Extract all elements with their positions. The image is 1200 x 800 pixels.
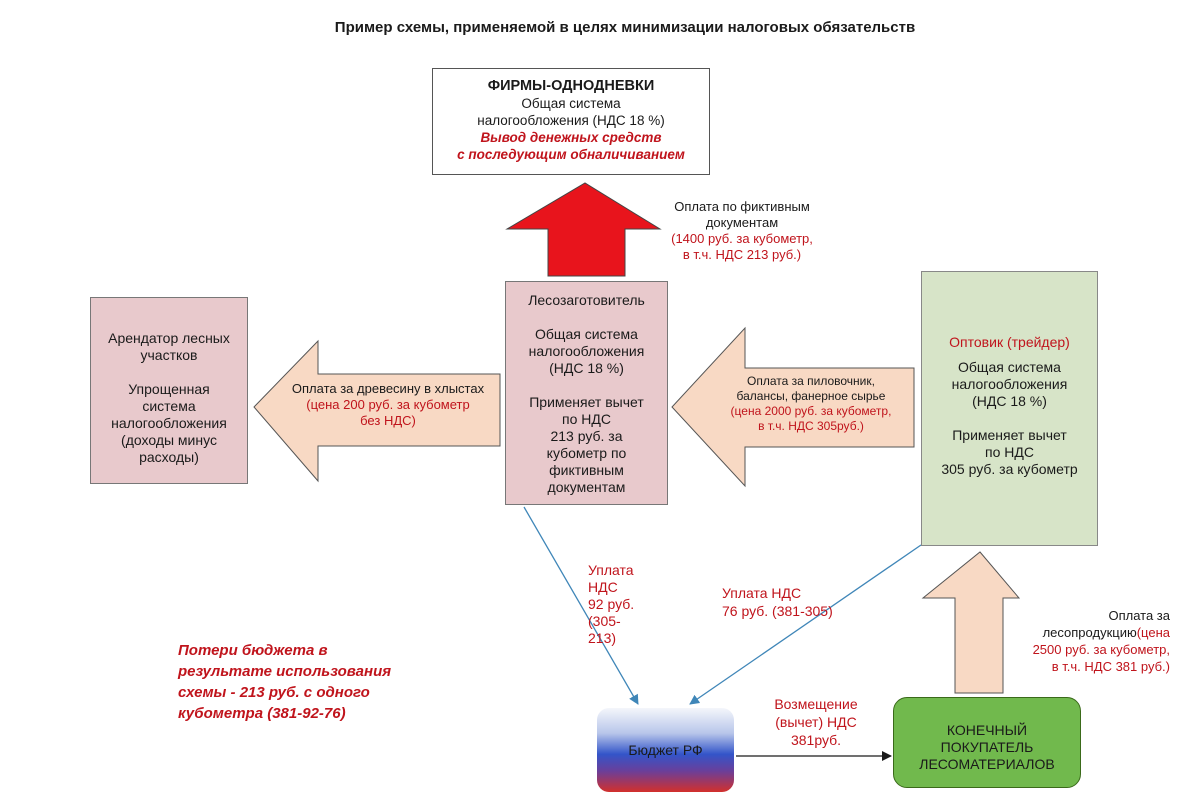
note-line: (цена xyxy=(1136,625,1170,640)
refund-note: Возмещение (вычет) НДС 381руб. xyxy=(752,695,880,749)
note-line: 2500 руб. за кубометр, xyxy=(1032,642,1170,657)
note-line: документам xyxy=(705,215,779,230)
logger-line: фиктивным xyxy=(549,462,624,478)
trader-line: Применяет вычет xyxy=(952,427,1067,443)
buyer-line: КОНЕЧНЫЙ xyxy=(946,722,1028,738)
shell-firms-line: налогообложения (НДС 18 %) xyxy=(477,113,665,128)
logger-line: Применяет вычет xyxy=(529,394,644,410)
shell-firms-heading: ФИРМЫ-ОДНОДНЕВКИ xyxy=(487,78,655,94)
logger-line: по НДС xyxy=(562,411,611,427)
logger-line: кубометр по xyxy=(546,445,627,461)
lumber-payment-note: Оплата за пиловочник, балансы, фанерное … xyxy=(712,374,910,434)
note-line: Оплата за пиловочник, xyxy=(747,374,875,388)
arrow-up-red xyxy=(505,182,662,277)
tenant-line: (доходы минус xyxy=(121,432,217,448)
tenant-line: система xyxy=(142,398,196,414)
line-vat76 xyxy=(689,544,922,705)
note-line: лесопродукцию xyxy=(1042,625,1137,640)
logger-line: (НДС 18 %) xyxy=(549,360,624,376)
budget-box: Бюджет РФ xyxy=(597,708,734,792)
note-line: 76 руб. (381-305) xyxy=(722,603,833,619)
shell-firms-box: ФИРМЫ-ОДНОДНЕВКИ Общая система налогообл… xyxy=(432,68,710,175)
note-line: Оплата по фиктивным xyxy=(674,199,810,214)
note-line: (вычет) НДС xyxy=(775,714,857,730)
arrow-left-lumber xyxy=(671,326,915,488)
trader-line: (НДС 18 %) xyxy=(972,393,1047,409)
line-vat92 xyxy=(523,506,639,705)
trader-name: Оптовик (трейдер) xyxy=(949,334,1070,350)
fictive-payment-note: Оплата по фиктивным документам (1400 руб… xyxy=(657,199,827,263)
logger-line: документам xyxy=(547,479,626,495)
buyer-line: ЛЕСОМАТЕРИАЛОВ xyxy=(919,756,1055,772)
logger-line: 213 руб. за xyxy=(550,428,623,444)
trader-box: Оптовик (трейдер) Общая система налогооб… xyxy=(921,271,1098,546)
note-line: (цена 2000 руб. за кубометр, xyxy=(730,404,892,418)
buyer-box: КОНЕЧНЫЙ ПОКУПАТЕЛЬ ЛЕСОМАТЕРИАЛОВ xyxy=(893,697,1081,788)
note-line: схемы - 213 руб. с одного xyxy=(178,684,370,701)
trader-line: по НДС xyxy=(985,444,1034,460)
product-payment-note: Оплата за лесопродукцию(цена 2500 руб. з… xyxy=(1010,607,1170,675)
note-line: (305- xyxy=(588,613,621,629)
diagram-title: Пример схемы, применяемой в целях миними… xyxy=(334,19,916,36)
note-line: результате использования xyxy=(178,663,392,680)
trader-line: Общая система xyxy=(958,359,1061,375)
logger-line: налогообложения xyxy=(528,343,645,359)
logger-name: Лесозаготовитель xyxy=(528,292,645,308)
arrow-up-product xyxy=(921,551,1021,694)
note-line: Оплата за древесину в хлыстах xyxy=(291,381,485,396)
note-line: Уплата xyxy=(588,562,634,578)
tenant-line: участков xyxy=(140,347,198,363)
note-line: балансы, фанерное сырье xyxy=(736,389,886,403)
note-line: Возмещение xyxy=(774,696,858,712)
shell-firms-red-line: Вывод денежных средств xyxy=(480,130,662,145)
note-line: 213) xyxy=(588,630,617,646)
shell-firms-line: Общая система xyxy=(521,96,621,111)
trader-line: 305 руб. за кубометр xyxy=(941,461,1078,477)
tenant-line: Упрощенная xyxy=(128,381,210,397)
note-line: кубометра (381-92-76) xyxy=(178,705,346,722)
vat76-note: Уплата НДС 76 руб. (381-305) xyxy=(722,584,872,620)
note-line: (цена 200 руб. за кубометр xyxy=(306,397,470,412)
note-line: Оплата за xyxy=(1108,608,1170,623)
tenant-box: Арендатор лесных участков Упрощенная сис… xyxy=(90,297,248,484)
note-line: 92 руб. xyxy=(588,596,635,612)
buyer-line: ПОКУПАТЕЛЬ xyxy=(940,739,1034,755)
tenant-line: налогообложения xyxy=(111,415,227,431)
note-line: без НДС) xyxy=(360,413,416,428)
note-line: в т.ч. НДС 305руб.) xyxy=(758,419,864,433)
shell-firms-red-line: с последующим обналичиванием xyxy=(457,147,685,162)
vat92-note: Уплата НДС 92 руб. (305- 213) xyxy=(588,562,668,647)
note-line: Потери бюджета в xyxy=(178,642,328,659)
note-line: НДС xyxy=(588,579,618,595)
note-line: в т.ч. НДС 381 руб.) xyxy=(1051,659,1170,674)
note-line: в т.ч. НДС 213 руб.) xyxy=(682,247,802,262)
tenant-line: Арендатор лесных xyxy=(108,330,230,346)
budget-loss-note: Потери бюджета в результате использовани… xyxy=(178,640,438,724)
note-line: 381руб. xyxy=(790,732,842,748)
logger-box: Лесозаготовитель Общая система налогообл… xyxy=(505,281,668,505)
arrow-left-wood xyxy=(253,339,501,483)
logger-line: Общая система xyxy=(535,326,638,342)
tenant-line: расходы) xyxy=(139,449,199,465)
trader-line: налогообложения xyxy=(951,376,1068,392)
note-line: (1400 руб. за кубометр, xyxy=(671,231,813,246)
budget-label: Бюджет РФ xyxy=(628,742,703,758)
note-line: Уплата НДС xyxy=(722,585,802,601)
wood-payment-note: Оплата за древесину в хлыстах (цена 200 … xyxy=(278,381,498,429)
